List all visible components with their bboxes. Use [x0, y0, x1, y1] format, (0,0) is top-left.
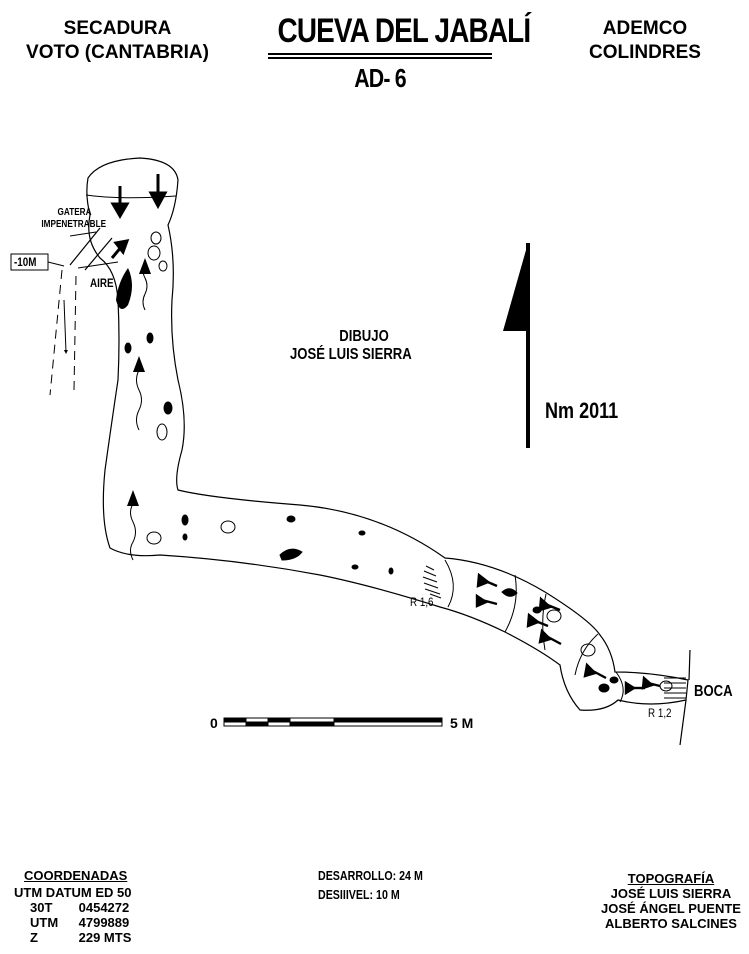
flowstone-deposit [116, 268, 132, 309]
club-block: ADEMCO COLINDRES [570, 17, 720, 65]
gatera-label-line2: IMPENETRABLE [41, 219, 107, 230]
drawing-credit-label: DIBUJO [339, 328, 389, 345]
title-block: CUEVA DEL JABALÍ AD- 6 [255, 12, 531, 94]
topography-block: TOPOGRAFÍA JOSÉ LUIS SIERRA JOSÉ ÁNGEL P… [596, 871, 746, 931]
utm-label: UTM [30, 915, 59, 930]
coordinates-datum: UTM DATUM ED 50 [14, 885, 132, 900]
location-region: VOTO (CANTABRIA) [26, 42, 209, 63]
descent-arrows-top [110, 174, 168, 259]
scale-start-label: 0 [210, 715, 218, 731]
gatera-leader [69, 231, 97, 237]
club-town: COLINDRES [589, 42, 701, 63]
coordinates-row-utm: UTM 4799889 [14, 915, 131, 930]
vertical-range: DESIIIVEL: 10 M [318, 887, 400, 902]
scale-bar [223, 717, 443, 727]
topography-author-3: ALBERTO SALCINES [605, 916, 737, 931]
descent-arrow [63, 299, 68, 354]
drawing-credit: DIBUJO JOSÉ LUIS SIERRA [290, 328, 412, 364]
depth-label: -10M [14, 255, 37, 269]
gatera-passage [69, 227, 113, 271]
aire-label: AIRE [90, 276, 114, 290]
gatera-label-line1: GATERA [57, 207, 92, 218]
coordinates-heading: COORDENADAS [24, 868, 128, 883]
entrance-wall [679, 649, 691, 746]
gatera-label: GATERA IMPENETRABLE [41, 207, 107, 231]
north-label: Nm 2011 [545, 398, 619, 423]
step-r12-label: R 1,2 [648, 706, 672, 720]
flow-arrows-lower [475, 572, 661, 696]
topography-author-1: JOSÉ LUIS SIERRA [610, 886, 732, 901]
aire-side-passage [77, 261, 119, 269]
survey-stats: DESARROLLO: 24 M DESIIIVEL: 10 M [318, 866, 423, 904]
zone-label: 30T [30, 900, 53, 915]
location-block: SECADURA VOTO (CANTABRIA) [10, 17, 225, 65]
step-hatch-r12 [664, 677, 686, 699]
cave-passage-outline [86, 157, 689, 711]
depth-leader [47, 261, 65, 267]
dashed-lower-passage-2 [73, 275, 77, 391]
flow-arrowheads [127, 258, 151, 506]
topography-author-2: JOSÉ ÁNGEL PUENTE [601, 901, 741, 916]
development-length: DESARROLLO: 24 M [318, 868, 423, 883]
z-label: Z [30, 930, 38, 945]
z-value: 229 MTS [78, 930, 132, 945]
location-locality: SECADURA [63, 18, 172, 39]
cave-code: AD- 6 [354, 63, 406, 93]
coordinates-row-zone: 30T 0454272 [14, 900, 131, 915]
step-hatch-r16 [422, 565, 442, 599]
north-arrow-icon [503, 243, 530, 448]
boulders [124, 231, 673, 693]
cross-sections [444, 559, 624, 703]
entrance-label: BOCA [694, 683, 733, 700]
scale-end-label: 5 M [450, 715, 474, 731]
drawing-credit-author: JOSÉ LUIS SIERRA [290, 346, 412, 363]
step-r16-label: R 1,6 [410, 595, 434, 609]
coordinates-block: COORDENADAS UTM DATUM ED 50 30T 0454272 … [14, 868, 131, 945]
club-name: ADEMCO [602, 18, 688, 39]
dashed-lower-passage-1 [49, 269, 63, 396]
title-underline [268, 53, 492, 59]
utm-value: 4799889 [78, 915, 130, 930]
top-chamber-ledge [85, 194, 177, 199]
coordinates-row-z: Z 229 MTS [14, 930, 131, 945]
topography-heading: TOPOGRAFÍA [627, 871, 715, 886]
zone-value: 0454272 [78, 900, 130, 915]
